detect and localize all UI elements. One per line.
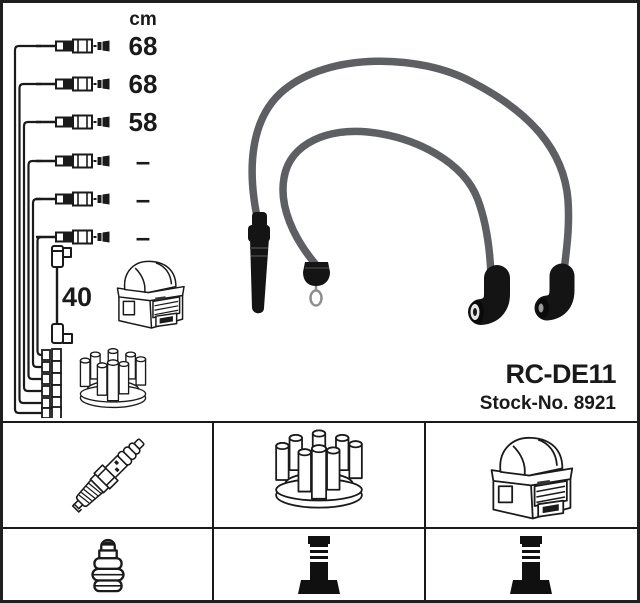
cell-distributor-cap [214, 423, 426, 529]
tower-terminal-icon [508, 536, 554, 594]
compatible-parts-table [3, 421, 637, 600]
distributor-cap-icon [75, 346, 151, 420]
coil-wire-icon [51, 245, 73, 344]
coil-wire-length-value: 40 [62, 282, 93, 312]
lead-length-value: – [135, 184, 151, 214]
lead-length-value: – [135, 222, 151, 252]
cell-ignition-coil [425, 423, 637, 529]
lead-length-value: – [135, 146, 151, 176]
harness-wiring-icon [13, 44, 62, 418]
stock-number: Stock-No. 8921 [479, 393, 616, 414]
product-model: RC-DE11 [505, 359, 616, 389]
plug-terminal-nut-icon [88, 535, 128, 595]
lead-length-value: 58 [128, 107, 158, 137]
straight-boot [248, 212, 270, 314]
length-unit-label: cm [129, 9, 157, 30]
cable-set-photo [248, 57, 575, 325]
lead-length-value: 68 [128, 69, 158, 99]
lead-length-value: 68 [128, 31, 158, 61]
elbow-boot [534, 263, 575, 321]
kit-diagram: cm 68 68 58 – – – [13, 9, 616, 420]
coil-end-connector [303, 262, 330, 307]
spark-plug-cable [248, 57, 573, 284]
spark-plug-icon [62, 430, 152, 520]
cell-coil-terminal [426, 529, 637, 600]
cell-plug-terminal [3, 529, 215, 600]
elbow-boot [468, 265, 510, 325]
distributor-cap-icon [269, 429, 369, 522]
cell-distributor-terminal [214, 529, 426, 600]
coil-cable [279, 127, 495, 280]
ignition-coil-icon [113, 253, 187, 332]
tower-terminal-icon [296, 536, 342, 594]
cell-spark-plug [3, 423, 215, 529]
ignition-coil-icon [486, 428, 576, 523]
